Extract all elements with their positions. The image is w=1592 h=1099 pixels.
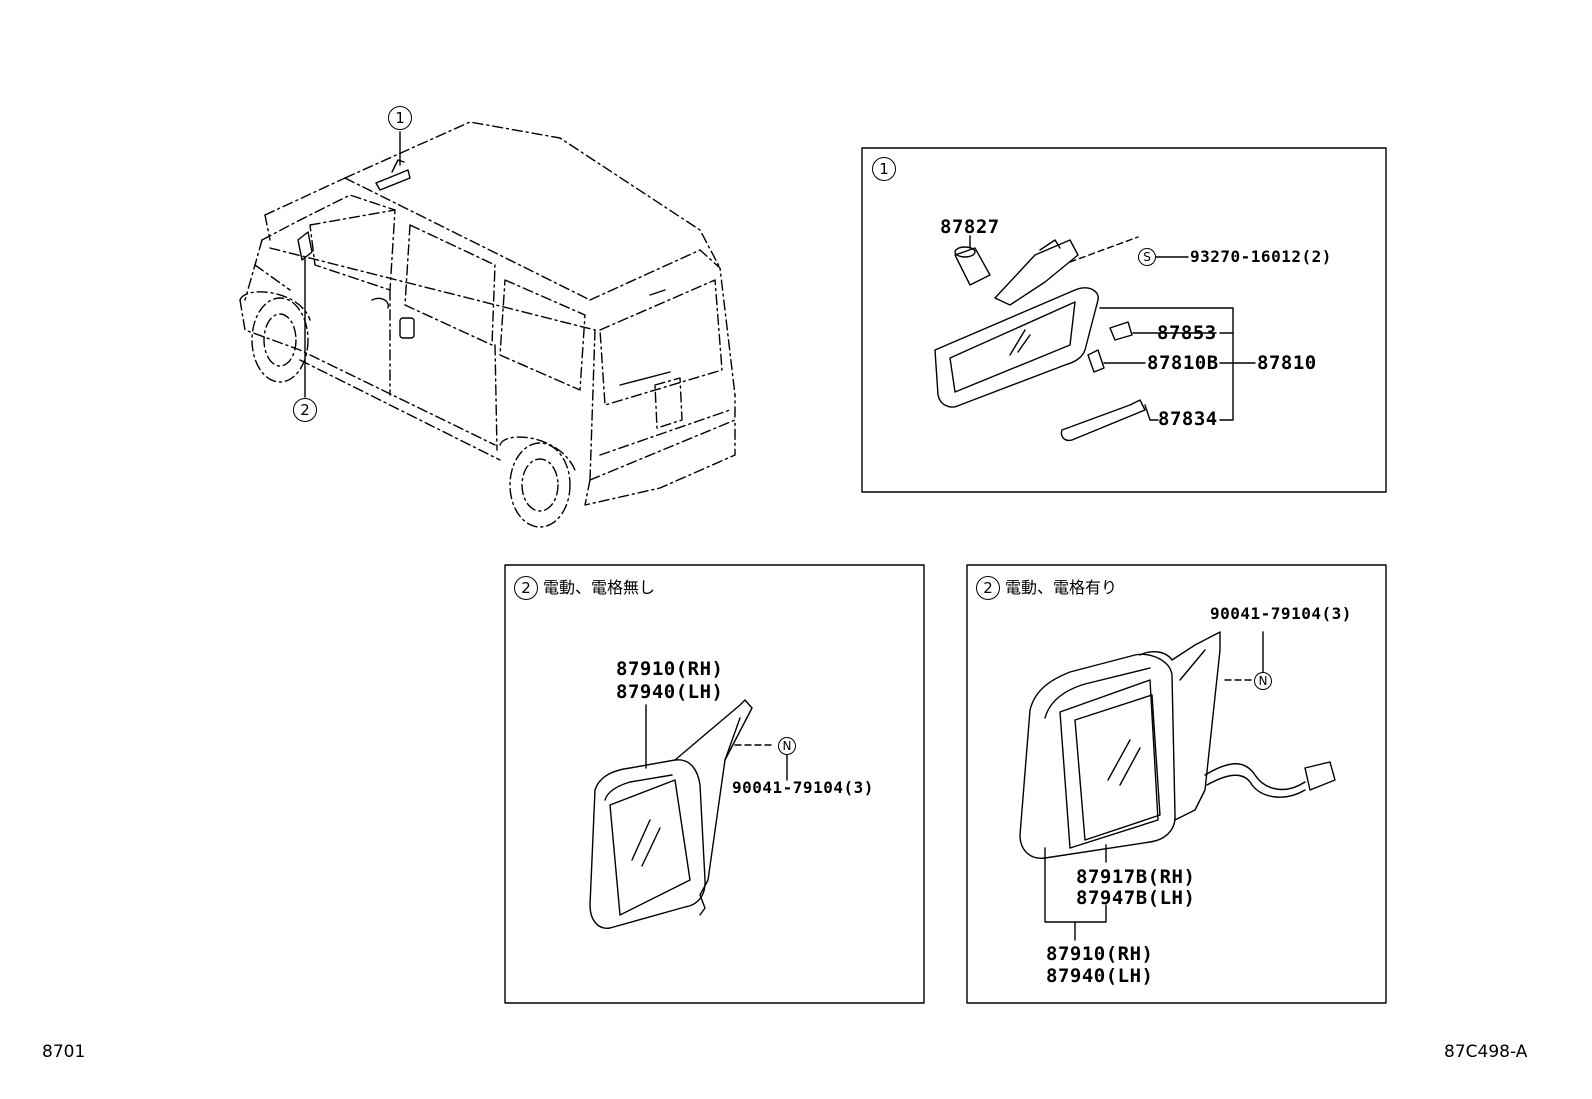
- label-87810: 87810: [1257, 352, 1317, 374]
- label-87947b-lh: 87947B(LH): [1076, 887, 1196, 909]
- label-87940-lh: 87940(LH): [616, 681, 724, 703]
- panel-inner-mirror-frame: [861, 147, 1387, 493]
- power-mirror-drawing: [1019, 631, 1336, 859]
- label-93270-16012: 93270-16012(2): [1190, 247, 1332, 266]
- panel-manual-mirror-callout: 2: [514, 576, 538, 600]
- panel-inner-mirror-callout: 1: [872, 157, 896, 181]
- van-mirror-markers: [297, 159, 671, 386]
- panel-power-mirror-frame: [966, 564, 1387, 1004]
- label-87827: 87827: [940, 216, 1000, 238]
- van-illustration: [239, 121, 736, 528]
- inner-mirror-drawing: [934, 287, 1099, 408]
- label-87940-lh-power: 87940(LH): [1046, 965, 1154, 987]
- manual-mirror-drawing: [589, 699, 753, 929]
- part-87827-drawing: [954, 235, 991, 286]
- callout-1-van: 1: [388, 106, 412, 130]
- panel-power-mirror-title: 電動、電格有り: [1005, 578, 1118, 597]
- nut-symbol-icon-power: N: [1254, 672, 1272, 690]
- nut-symbol-icon: N: [778, 737, 796, 755]
- label-90041-79104-power: 90041-79104(3): [1210, 604, 1352, 623]
- label-87853: 87853: [1157, 322, 1217, 344]
- screw-symbol-icon: S: [1138, 248, 1156, 266]
- page-code: 8701: [42, 1042, 86, 1062]
- label-87910-rh: 87910(RH): [616, 658, 724, 680]
- label-87917b-rh: 87917B(RH): [1076, 866, 1196, 888]
- mirror-stay-drawing: [994, 239, 1079, 306]
- panel-power-mirror-callout: 2: [976, 576, 1000, 600]
- label-90041-79104: 90041-79104(3): [732, 778, 874, 797]
- callout-2-van: 2: [293, 398, 317, 422]
- panel-manual-mirror-frame: [504, 564, 925, 1004]
- part-87853-drawing: [1109, 321, 1133, 341]
- figure-code: 87C498-A: [1444, 1042, 1528, 1062]
- part-87834-drawing: [1060, 399, 1146, 442]
- label-87834: 87834: [1158, 408, 1218, 430]
- label-87910-rh-power: 87910(RH): [1046, 943, 1154, 965]
- panel-manual-mirror-title: 電動、電格無し: [543, 578, 656, 597]
- part-87810b-drawing: [1087, 349, 1105, 373]
- label-87810b: 87810B: [1147, 352, 1219, 374]
